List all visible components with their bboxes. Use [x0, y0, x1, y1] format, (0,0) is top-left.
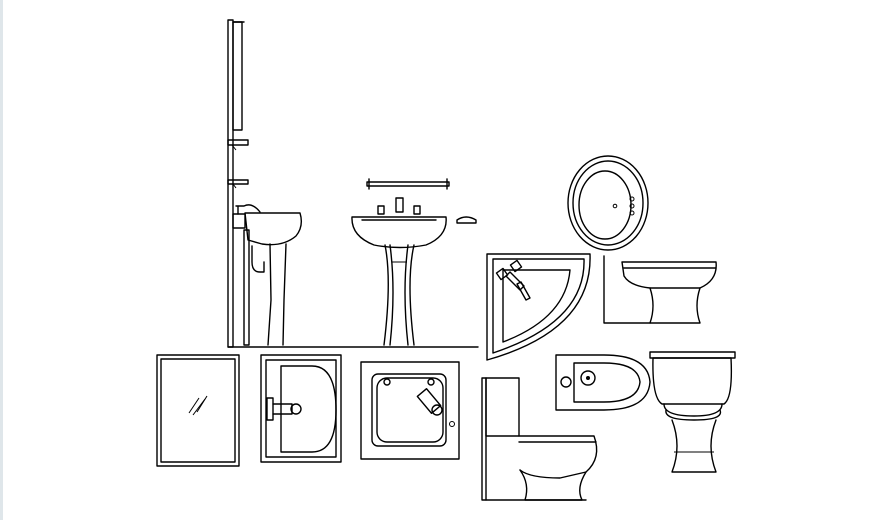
toilet-bowl-side-elevation	[603, 255, 717, 324]
corner-sink-plan	[486, 253, 591, 361]
pedestal-sink-side-elevation	[232, 204, 303, 346]
pedestal-sink-front-elevation	[351, 197, 447, 346]
mirror-plan	[156, 354, 240, 467]
square-sink-plan	[360, 361, 460, 460]
bidet-plan	[555, 354, 651, 411]
oval-basin-plan	[567, 155, 649, 251]
toilet-side-elevation	[481, 377, 598, 501]
towel-bar	[366, 178, 450, 190]
wall-shelf-elevation	[227, 19, 249, 348]
rectangular-sink-plan	[260, 354, 342, 463]
toilet-front-elevation	[649, 351, 736, 473]
soap-dish	[456, 216, 477, 224]
